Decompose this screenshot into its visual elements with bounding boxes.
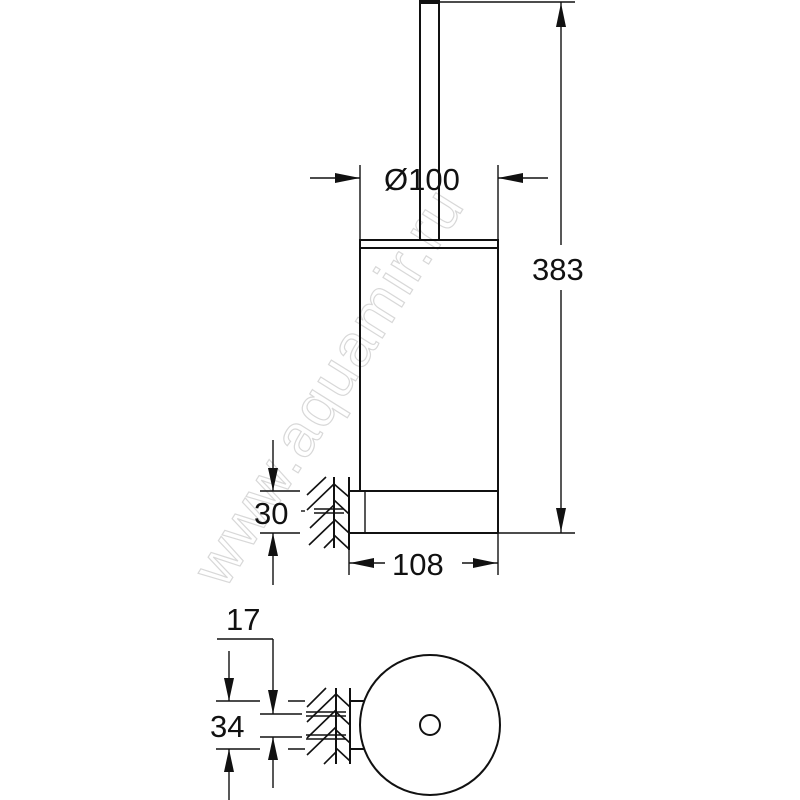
dimension-bracket-width: 34 <box>210 651 302 800</box>
container-circle <box>359 654 501 796</box>
dimension-label-mount-height: 30 <box>254 496 288 531</box>
dimension-diameter: Ø100 <box>310 162 548 240</box>
top-view <box>288 654 501 796</box>
dimension-label-height: 383 <box>532 252 584 287</box>
watermark: www.aquamir.ru <box>178 175 478 598</box>
dimension-label-diameter: Ø100 <box>384 162 460 197</box>
brush-handle <box>419 0 440 240</box>
dimension-mount-offset: 17 <box>217 602 278 714</box>
dimension-mount-height: 30 <box>254 440 300 585</box>
dimension-label-mount-offset: 17 <box>226 602 260 637</box>
container-body <box>359 248 499 533</box>
container-lid <box>359 239 499 249</box>
svg-text:www.aquamir.ru: www.aquamir.ru <box>179 176 477 598</box>
dimension-depth: 108 <box>348 533 499 582</box>
front-view <box>301 0 499 550</box>
dimension-label-bracket-width: 34 <box>210 709 244 744</box>
dimension-height: 383 <box>440 1 584 534</box>
center-hole <box>419 714 441 736</box>
wall-hatch-top <box>288 687 351 765</box>
wall-hatch <box>301 476 350 550</box>
dimension-label-depth: 108 <box>392 547 444 582</box>
wall-bracket <box>349 490 498 534</box>
